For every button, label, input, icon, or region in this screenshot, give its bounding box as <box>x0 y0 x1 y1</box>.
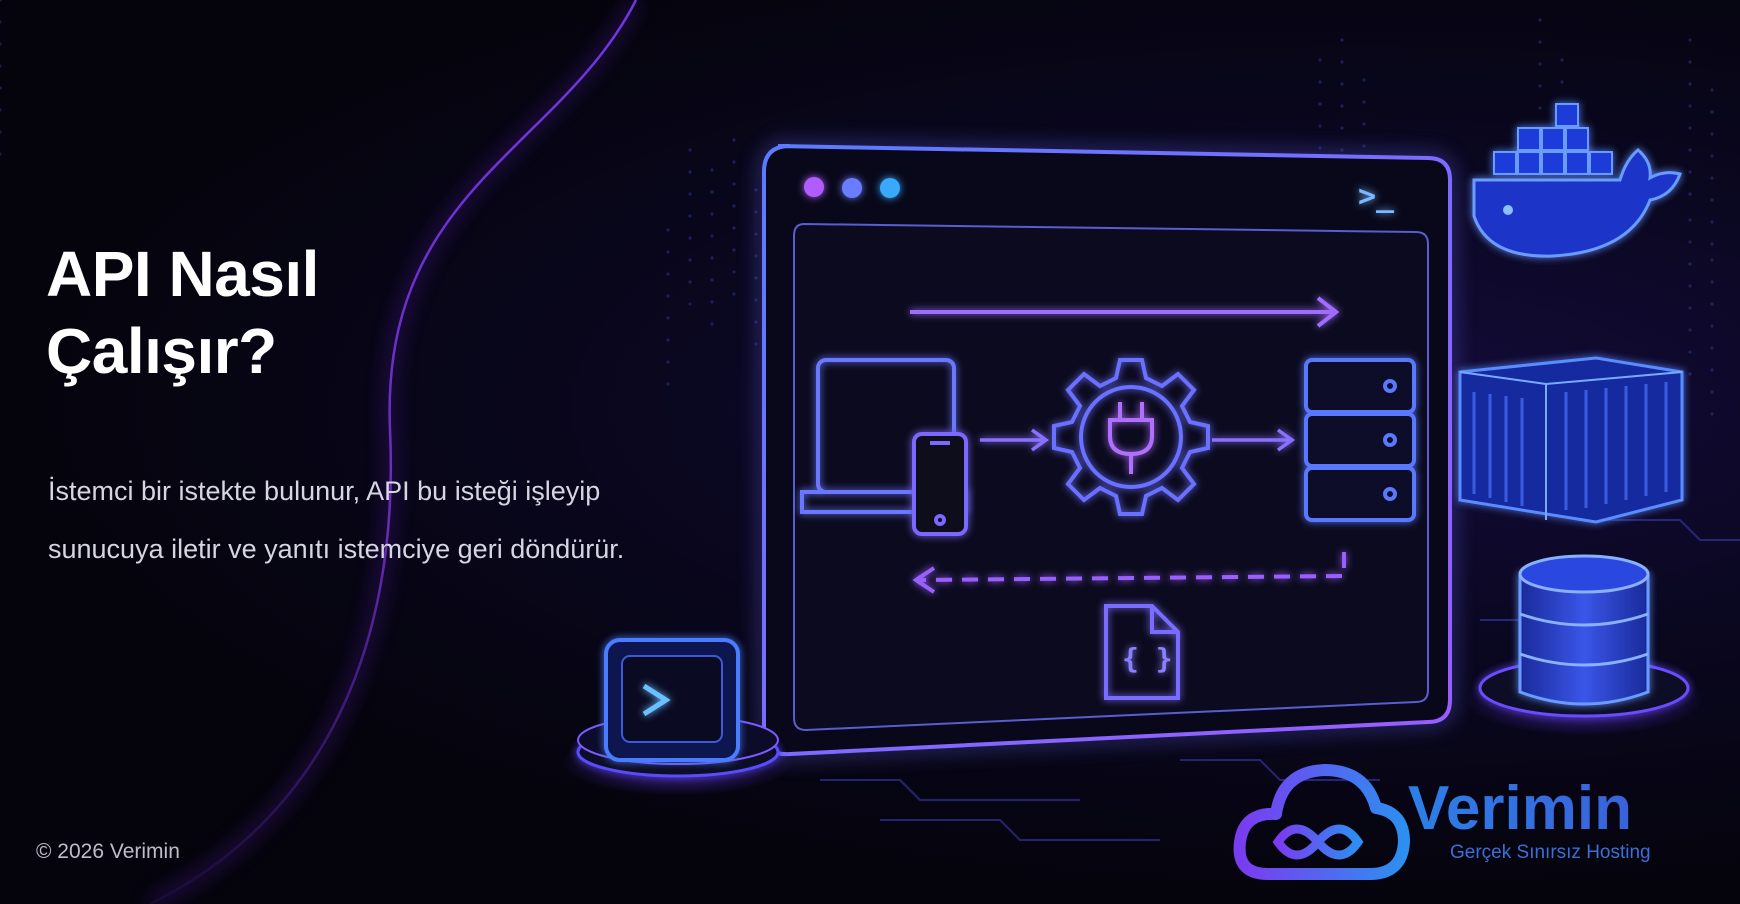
title-line-2: Çalışır? <box>46 315 277 387</box>
copyright-text: © 2026 Verimin <box>36 840 180 863</box>
request-arrow <box>910 296 1340 328</box>
flow-arrow-1 <box>980 428 1050 452</box>
window-terminal-prompt: >_ <box>1358 179 1395 214</box>
window-dot-blue <box>842 178 862 198</box>
description-text: İstemci bir istekte bulunur, API bu iste… <box>48 476 625 564</box>
container-icon <box>1458 356 1684 524</box>
brand-name: Verimin <box>1408 778 1651 840</box>
database-icon <box>1518 554 1650 706</box>
page-title: API Nasıl Çalışır? <box>46 236 319 390</box>
brand-logo: Verimin Gerçek Sınırsız Hosting <box>1408 778 1651 864</box>
dot-grid <box>0 0 1714 416</box>
server-icon <box>1304 358 1416 522</box>
decorative-arc <box>149 0 638 904</box>
api-window: >_ <box>758 140 1456 761</box>
terminal-icon <box>604 638 740 762</box>
window-dot-cyan <box>880 178 900 198</box>
response-arrow <box>912 552 1346 594</box>
flow-arrow-2 <box>1212 428 1296 452</box>
json-file-icon <box>1104 604 1180 700</box>
cloud-infinity-logo-icon <box>1233 764 1410 880</box>
docker-whale-icon <box>1472 103 1682 258</box>
plug-gear-icon <box>1052 358 1210 516</box>
title-line-1: API Nasıl <box>46 238 319 310</box>
brand-tagline: Gerçek Sınırsız Hosting <box>1450 842 1651 863</box>
window-dot-violet <box>804 177 824 197</box>
phone-icon <box>912 432 968 536</box>
json-file-symbol: { } <box>1122 642 1173 675</box>
